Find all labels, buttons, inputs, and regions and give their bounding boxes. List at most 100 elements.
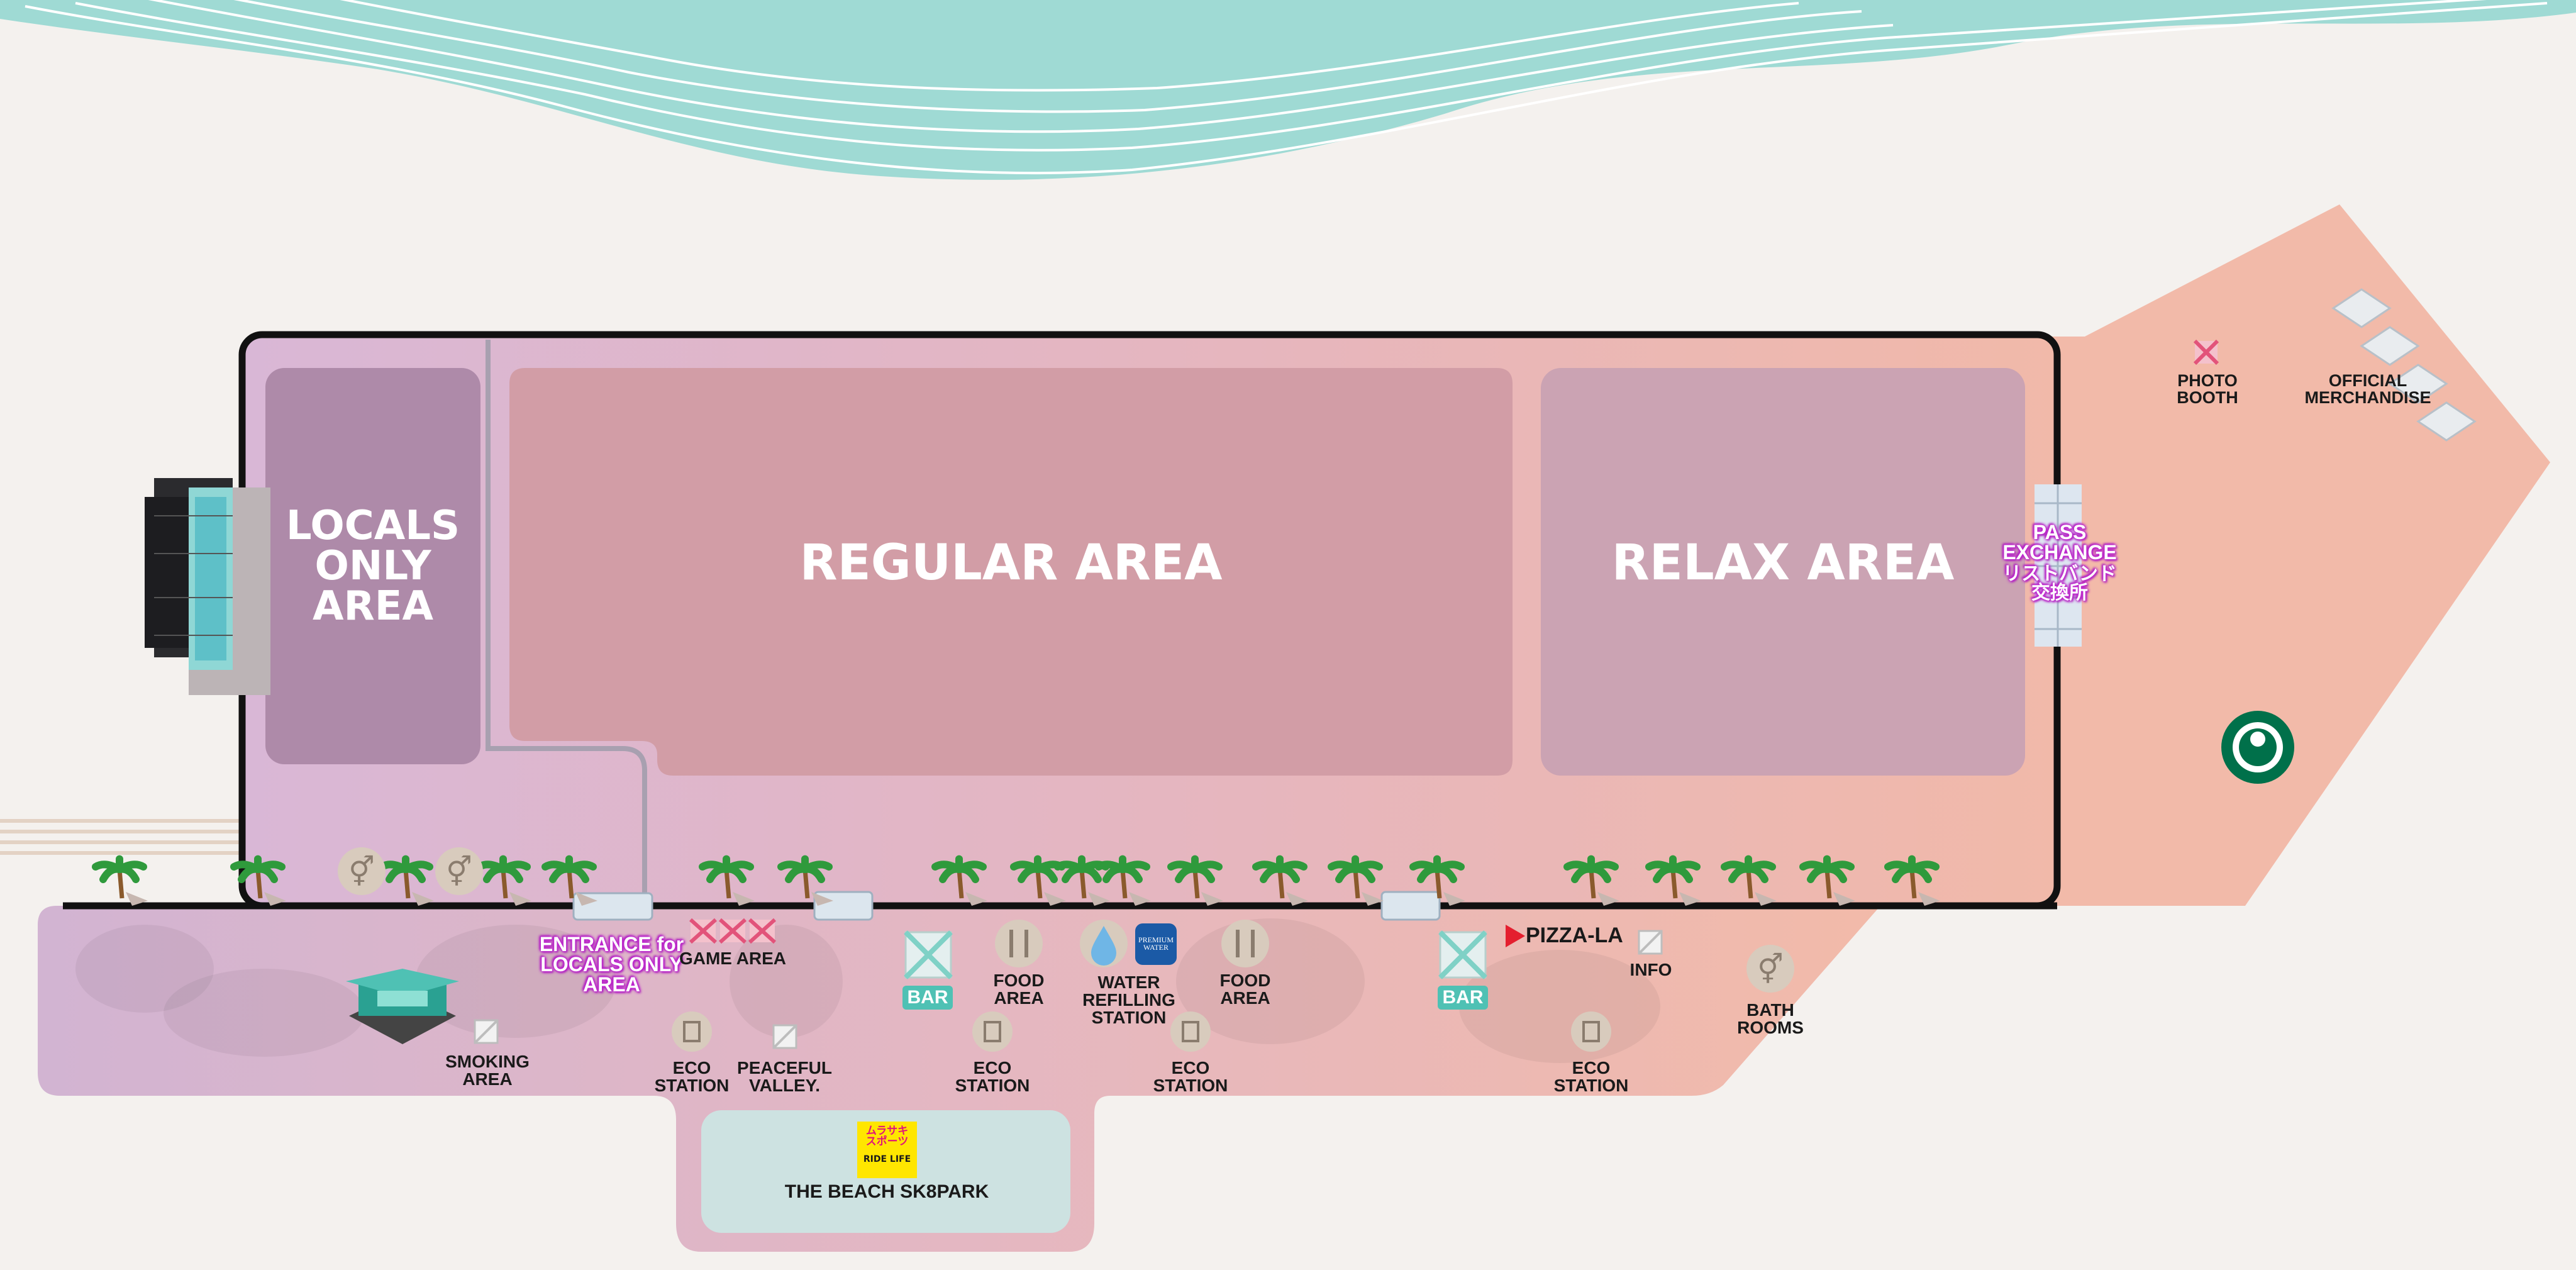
palm-tree-icon <box>1563 855 1619 906</box>
game-area-label: GAME AREA <box>679 949 787 968</box>
bar-umbrella-icon-east <box>1438 930 1487 979</box>
pizza-la-label: PIZZA-LA <box>1526 923 1623 947</box>
smoking-line-2: AREA <box>462 1069 513 1089</box>
palm-tree-icon <box>1167 855 1223 906</box>
entrance-line-1: ENTRANCE for <box>539 933 684 955</box>
palm-tree-icon <box>1721 855 1777 906</box>
murasaki-line-2: スポーツ <box>865 1135 909 1148</box>
palm-tree-icon <box>1645 855 1701 906</box>
palm-tree-icon <box>699 855 755 906</box>
relax-area <box>1541 368 2025 776</box>
palm-trees <box>92 855 1940 906</box>
locals-only-area <box>265 368 480 764</box>
palm-tree-icon <box>1054 855 1110 906</box>
pizza-la-logo <box>1506 925 1525 947</box>
info-label: INFO <box>1629 960 1672 979</box>
regular-area <box>509 368 1513 776</box>
water-drop-icon <box>1080 920 1128 967</box>
water-line-1: WATER <box>1097 972 1160 992</box>
peaceful-line-1: PEACEFUL <box>737 1058 832 1078</box>
pass-exchange-jp-2: 交換所 <box>2031 582 2088 604</box>
svg-text:⚥: ⚥ <box>446 855 472 889</box>
murasaki-sports-logo <box>857 1122 917 1178</box>
bath-rooms-label: BATH ROOMS <box>1726 1001 1814 1037</box>
game-area-icon <box>689 918 777 944</box>
smoking-area-label: SMOKING AREA <box>440 1053 535 1088</box>
bath-line-1: BATH <box>1746 1000 1794 1020</box>
entrance-line-2: LOCALS ONLY <box>540 953 683 976</box>
food-area-line-1: FOOD <box>993 971 1045 990</box>
premium-water-logo <box>1135 923 1177 965</box>
starbucks-logo-icon <box>2221 711 2294 784</box>
lower-walkway <box>38 906 1880 1252</box>
premium-water-line-1: PREMIUM <box>1138 935 1174 944</box>
entrance-line-3: AREA <box>583 973 640 996</box>
eco-3-line-2: STATION <box>1153 1076 1228 1095</box>
pass-exchange-jp-1: リストバンド <box>2002 563 2117 585</box>
info-icon <box>1638 930 1663 955</box>
locals-lounge-icon <box>346 969 459 1044</box>
photo-booth-icon <box>2193 339 2219 365</box>
restroom-icon: ⚥ ⚥ <box>338 847 483 895</box>
locals-only-area-title: LOCALS ONLY AREA <box>286 503 460 630</box>
entrance-locals-label[interactable]: ENTRANCE for LOCALS ONLY AREA <box>535 934 689 994</box>
palm-tree-icon <box>1409 855 1465 906</box>
palm-tree-icon <box>1884 855 1940 906</box>
eco-1-line-2: STATION <box>654 1076 730 1095</box>
merch-line-2: MERCHANDISE <box>2304 388 2431 407</box>
pass-exchange-label[interactable]: PASS EXCHANGE リストバンド 交換所 <box>1984 522 2135 603</box>
svg-text:⚥: ⚥ <box>1757 952 1784 986</box>
smoking-area-icon <box>474 1019 499 1044</box>
stage <box>145 478 270 695</box>
water-refilling-station-label: WATER REFILLING STATION <box>1069 974 1189 1027</box>
food-icon-east <box>1221 920 1269 967</box>
eco-4-line-2: STATION <box>1553 1076 1629 1095</box>
official-merchandise-label: OFFICIAL MERCHANDISE <box>2289 372 2446 406</box>
eco-2-line-2: STATION <box>955 1076 1030 1095</box>
eco-station-label-3: ECO STATION <box>1153 1059 1228 1095</box>
sk8park-label: THE BEACH SK8PARK <box>784 1181 989 1202</box>
eco-station-label-4: ECO STATION <box>1553 1059 1629 1095</box>
bar-umbrella-icon <box>904 930 953 979</box>
palm-tree-icon <box>1799 855 1855 906</box>
sea <box>0 0 2576 180</box>
eco-4-line-1: ECO <box>1572 1058 1611 1078</box>
merchandise-tents-icon <box>2331 288 2477 442</box>
murasaki-logo-text: ムラサキ スポーツ RIDE LIFE <box>857 1126 917 1164</box>
gate-east[interactable] <box>1380 891 1441 921</box>
eco-station-label: ECO STATION <box>654 1059 730 1095</box>
peaceful-line-2: VALLEY. <box>748 1076 821 1095</box>
smoking-line-1: SMOKING <box>445 1052 530 1071</box>
palm-tree-icon <box>1252 855 1308 906</box>
bar-label: BAR <box>902 986 953 1010</box>
water-line-3: STATION <box>1091 1008 1167 1027</box>
peaceful-valley-icon <box>772 1024 797 1049</box>
photo-booth-label: PHOTO BOOTH <box>2160 372 2255 406</box>
food-icon <box>995 920 1043 967</box>
premium-water-line-2: WATER <box>1143 943 1169 952</box>
eco-2-line-1: ECO <box>973 1058 1012 1078</box>
water-line-2: REFILLING <box>1082 990 1175 1010</box>
palm-tree-icon <box>931 855 987 906</box>
palm-tree-icon <box>1328 855 1384 906</box>
peaceful-valley-label: PEACEFUL VALLEY. <box>733 1059 836 1095</box>
bar-label-east: BAR <box>1438 986 1488 1010</box>
merch-line-1: OFFICIAL <box>2328 371 2407 390</box>
bathroom-icon: ⚥ <box>1746 945 1794 993</box>
food-area-label-east: FOOD AREA <box>1208 972 1283 1007</box>
svg-text:⚥: ⚥ <box>348 855 375 889</box>
eco-station-icon <box>672 1011 1611 1052</box>
relax-area-title: RELAX AREA <box>1611 535 1955 591</box>
palm-tree-icon <box>777 855 833 906</box>
murasaki-line-1: ムラサキ <box>865 1125 909 1137</box>
food-area-label: FOOD AREA <box>981 972 1057 1007</box>
photo-booth-line-1: PHOTO <box>2177 371 2238 390</box>
bath-line-2: ROOMS <box>1737 1018 1804 1037</box>
regular-area-title: REGULAR AREA <box>799 535 1223 591</box>
palm-tree-icon <box>92 855 148 906</box>
palm-tree-icon <box>1095 855 1151 906</box>
food-area-east-line-1: FOOD <box>1219 971 1271 990</box>
food-area-line-2: AREA <box>994 988 1044 1008</box>
gate-center[interactable] <box>813 891 874 921</box>
